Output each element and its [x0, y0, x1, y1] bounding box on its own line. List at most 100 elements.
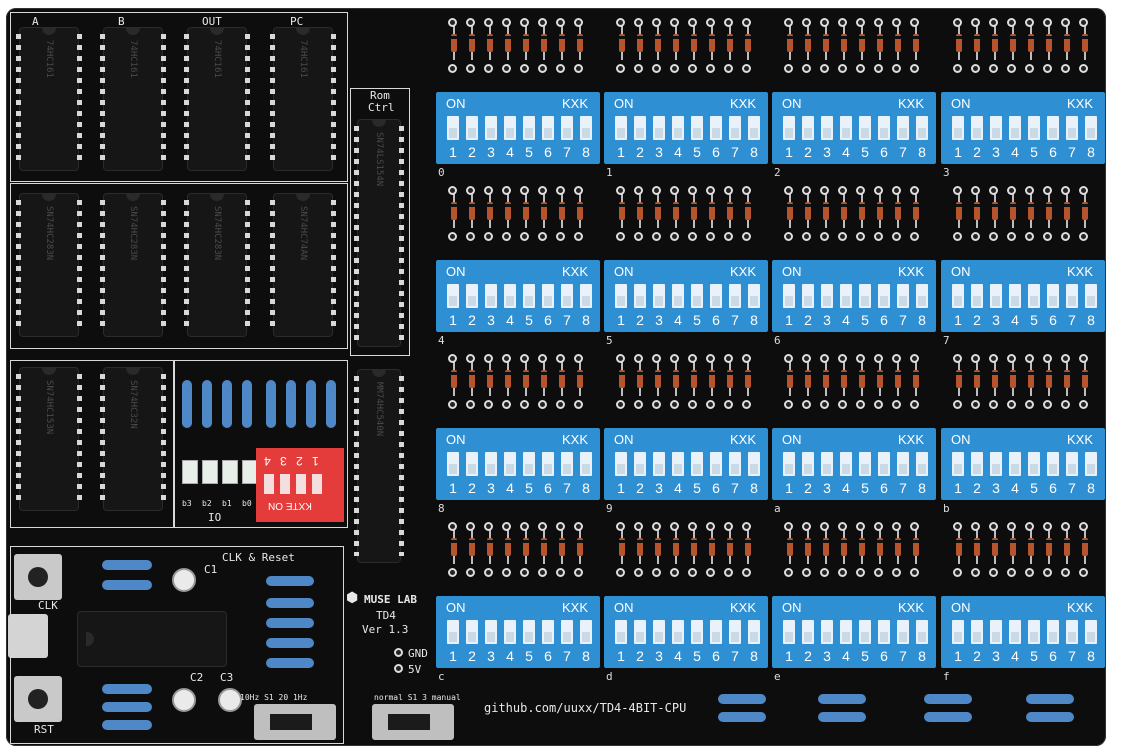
dip-toggle[interactable]: [952, 452, 964, 476]
dip-toggle[interactable]: [485, 452, 497, 476]
dip-toggle[interactable]: [821, 452, 833, 476]
dip-toggle[interactable]: [897, 620, 909, 644]
dip-toggle[interactable]: [672, 620, 684, 644]
dip-toggle[interactable]: [710, 284, 722, 308]
dip-toggle[interactable]: [840, 116, 852, 140]
dip-toggle[interactable]: [783, 116, 795, 140]
dip-toggle[interactable]: [1066, 452, 1078, 476]
dip-toggle[interactable]: [1009, 284, 1021, 308]
dip-toggle[interactable]: [990, 116, 1002, 140]
dip-toggle[interactable]: [634, 620, 646, 644]
dip-toggle[interactable]: [971, 116, 983, 140]
dip-toggle[interactable]: [561, 620, 573, 644]
dip-toggle[interactable]: [878, 284, 890, 308]
dip-toggle[interactable]: [1009, 452, 1021, 476]
usb-port[interactable]: [8, 614, 48, 658]
dip-toggle[interactable]: [990, 284, 1002, 308]
dip-toggle[interactable]: [1028, 452, 1040, 476]
dip-toggle[interactable]: [952, 116, 964, 140]
dip-toggle[interactable]: [615, 116, 627, 140]
dip-toggle[interactable]: [802, 620, 814, 644]
dip-toggle[interactable]: [653, 620, 665, 644]
dip-toggle[interactable]: [1066, 116, 1078, 140]
dip-toggle[interactable]: [615, 620, 627, 644]
dip-toggle[interactable]: [523, 620, 535, 644]
dip-toggle[interactable]: [615, 284, 627, 308]
dip-toggle[interactable]: [1047, 620, 1059, 644]
dip-toggle[interactable]: [729, 452, 741, 476]
dip-toggle[interactable]: [580, 620, 592, 644]
dip-toggle[interactable]: [653, 452, 665, 476]
dip-toggle[interactable]: [447, 284, 459, 308]
dip-toggle[interactable]: [878, 116, 890, 140]
dip-toggle[interactable]: [783, 452, 795, 476]
dip-toggle[interactable]: [840, 620, 852, 644]
dip-toggle[interactable]: [1009, 620, 1021, 644]
dip-toggle[interactable]: [802, 284, 814, 308]
dip-toggle[interactable]: [990, 620, 1002, 644]
reset-button[interactable]: [14, 676, 62, 722]
dip-toggle[interactable]: [859, 620, 871, 644]
dip-toggle[interactable]: [1028, 116, 1040, 140]
dip-toggle[interactable]: [748, 620, 760, 644]
dip-toggle[interactable]: [748, 284, 760, 308]
dip-toggle[interactable]: [1047, 284, 1059, 308]
dip-toggle[interactable]: [653, 284, 665, 308]
clock-mode-switch[interactable]: [372, 704, 454, 740]
dip-toggle[interactable]: [466, 116, 478, 140]
dip-toggle[interactable]: [971, 284, 983, 308]
dip-toggle[interactable]: [971, 452, 983, 476]
dip-toggle[interactable]: [691, 620, 703, 644]
dip-toggle[interactable]: [691, 452, 703, 476]
dip-toggle[interactable]: [1066, 284, 1078, 308]
dip-toggle[interactable]: [634, 116, 646, 140]
dip-toggle[interactable]: [1047, 116, 1059, 140]
dip-toggle[interactable]: [504, 620, 516, 644]
dip-toggle[interactable]: [1085, 284, 1097, 308]
dip-toggle[interactable]: [447, 116, 459, 140]
dip-toggle[interactable]: [672, 116, 684, 140]
clk-button[interactable]: [14, 554, 62, 600]
dip-toggle[interactable]: [485, 620, 497, 644]
dip-toggle[interactable]: [523, 116, 535, 140]
dip-toggle[interactable]: [1066, 620, 1078, 644]
dip-toggle[interactable]: [523, 284, 535, 308]
dip-toggle[interactable]: [783, 284, 795, 308]
dip-toggle[interactable]: [729, 284, 741, 308]
dip-toggle[interactable]: [1085, 452, 1097, 476]
dip-toggle[interactable]: [634, 284, 646, 308]
dip-toggle[interactable]: [916, 452, 928, 476]
dip-toggle[interactable]: [466, 620, 478, 644]
clock-speed-switch[interactable]: [254, 704, 336, 740]
dip-toggle[interactable]: [916, 620, 928, 644]
dip-toggle[interactable]: [802, 452, 814, 476]
dip-toggle[interactable]: [580, 284, 592, 308]
dip-toggle[interactable]: [634, 452, 646, 476]
dip-toggle[interactable]: [485, 284, 497, 308]
dip-toggle[interactable]: [580, 452, 592, 476]
dip-toggle[interactable]: [653, 116, 665, 140]
dip-toggle[interactable]: [897, 284, 909, 308]
dip-toggle[interactable]: [802, 116, 814, 140]
dip-toggle[interactable]: [710, 620, 722, 644]
dip-toggle[interactable]: [1085, 620, 1097, 644]
dip-toggle[interactable]: [691, 116, 703, 140]
dip-toggle[interactable]: [859, 116, 871, 140]
dip-toggle[interactable]: [542, 284, 554, 308]
dip-toggle[interactable]: [748, 452, 760, 476]
dip-toggle[interactable]: [729, 116, 741, 140]
dip-toggle[interactable]: [878, 620, 890, 644]
dip-toggle[interactable]: [466, 284, 478, 308]
dip-toggle[interactable]: [447, 452, 459, 476]
